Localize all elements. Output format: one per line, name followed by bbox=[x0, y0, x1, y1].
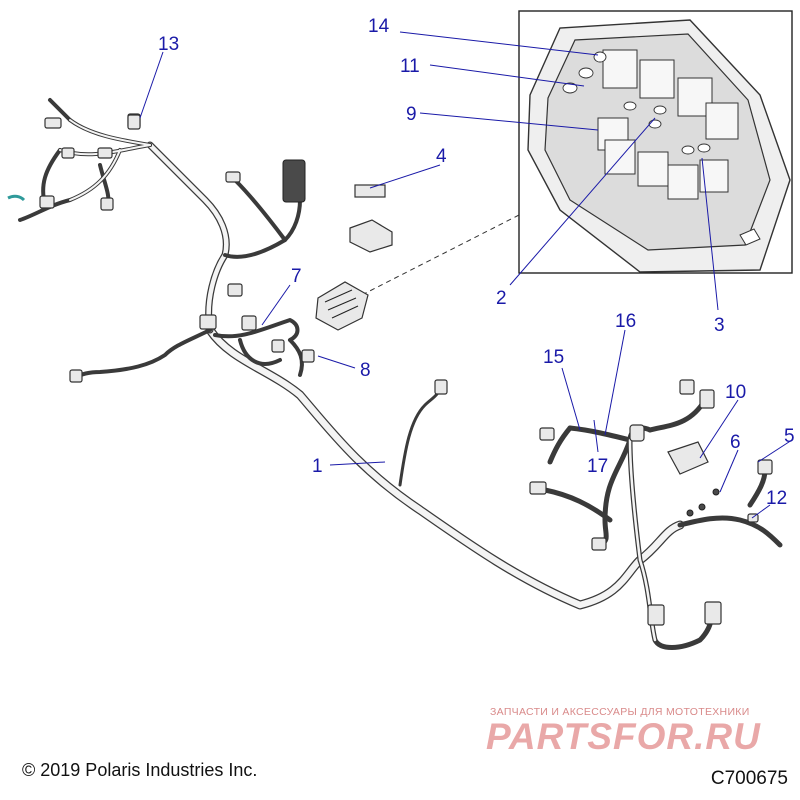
callout-4: 4 bbox=[436, 146, 447, 167]
watermark-logo: PARTSFOR.RU bbox=[486, 716, 761, 757]
callout-labels: 14 11 9 4 13 2 3 7 8 1 15 16 17 10 6 5 1… bbox=[158, 16, 795, 509]
callout-13: 13 bbox=[158, 34, 179, 55]
upper-left-connectors bbox=[39, 113, 141, 211]
callout-7: 7 bbox=[291, 266, 302, 287]
connector-13 bbox=[127, 114, 141, 130]
fuse-box-housing bbox=[527, 19, 791, 273]
callout-17: 17 bbox=[587, 456, 608, 477]
callout-10: 10 bbox=[725, 382, 746, 403]
figure-code: C700675 bbox=[710, 768, 788, 789]
callout-8: 8 bbox=[360, 360, 371, 381]
callout-11: 11 bbox=[400, 56, 420, 77]
fuse-cover bbox=[349, 219, 393, 253]
callout-9: 9 bbox=[406, 104, 417, 125]
callout-2: 2 bbox=[496, 288, 507, 309]
inset-pointer-line bbox=[351, 214, 520, 301]
connector-8 bbox=[301, 349, 315, 363]
loose-parts bbox=[127, 114, 393, 363]
right-connectors bbox=[529, 379, 773, 626]
watermark-tagline: ЗАПЧАСТИ И АКСЕССУАРЫ ДЛЯ МОТОТЕХНИКИ bbox=[490, 706, 750, 718]
callout-15: 15 bbox=[543, 347, 564, 368]
fuse-box-inset bbox=[518, 10, 793, 274]
callout-16: 16 bbox=[615, 311, 636, 332]
callout-14: 14 bbox=[368, 16, 390, 37]
main-harness bbox=[7, 98, 783, 650]
screws-6 bbox=[686, 488, 720, 517]
callout-6: 6 bbox=[730, 432, 741, 453]
callout-5: 5 bbox=[784, 426, 795, 447]
fuse-relay-box bbox=[315, 281, 369, 331]
mid-left-connectors bbox=[69, 159, 306, 383]
callout-3: 3 bbox=[714, 315, 725, 336]
leader-lines bbox=[139, 31, 793, 519]
label-decal bbox=[354, 184, 386, 198]
callout-1: 1 bbox=[312, 456, 323, 477]
copyright-notice: © 2019 Polaris Industries Inc. bbox=[22, 760, 258, 780]
callout-12: 12 bbox=[766, 488, 787, 509]
bracket-10 bbox=[667, 441, 709, 475]
